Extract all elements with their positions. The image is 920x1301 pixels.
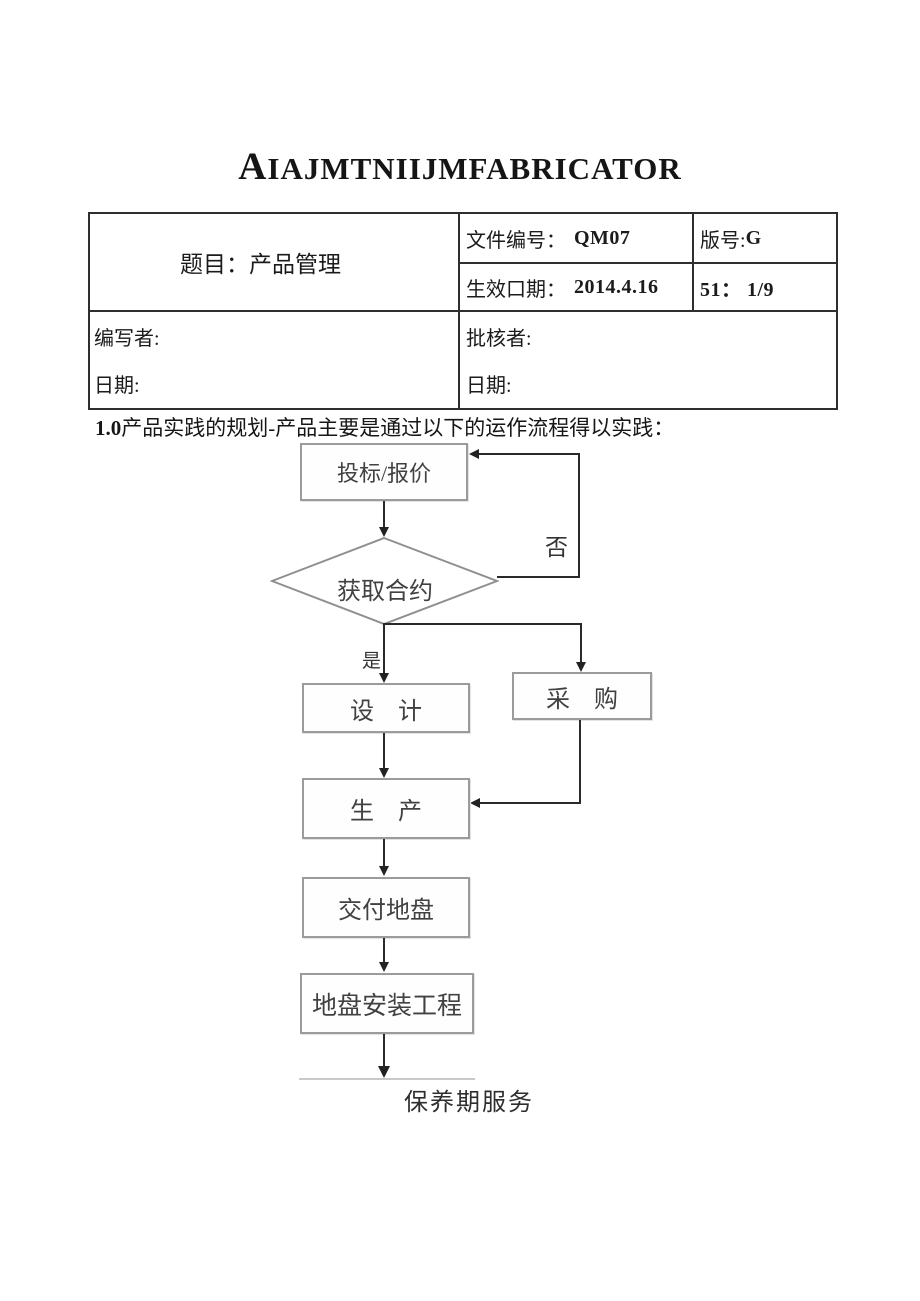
subject-cell: 题目：产品管理 — [90, 214, 460, 312]
connector-purchase-to-production-h — [478, 802, 581, 804]
flow-node-decision: 获取合约 — [337, 579, 433, 605]
arrowhead-into-production — [379, 768, 389, 778]
flow-node-design: 设 计 — [302, 683, 470, 733]
doc-number-cell: 文件编号： QM07 — [460, 214, 694, 264]
flow-node-bid-label: 投标/报价 — [336, 461, 432, 486]
version-value: G — [745, 226, 762, 249]
writer-date-label: 日期: — [94, 375, 140, 397]
approver-label: 批核者: — [466, 328, 532, 350]
page-info-value: 51： 1/9 — [700, 278, 775, 301]
arrowhead-into-installation — [379, 962, 389, 972]
connector-yes-to-design — [383, 623, 385, 675]
section-text: 产品实践的规划-产品主要是通过以下的运作流程得以实践： — [121, 416, 675, 440]
doc-number-value: QM07 — [574, 226, 631, 249]
connector-production-to-delivery — [383, 839, 385, 868]
connector-no-branch-top — [478, 453, 580, 455]
effective-date-label: 生效口期： — [466, 278, 566, 301]
no-branch-label: 否 — [545, 535, 568, 560]
flow-node-purchase: 采 购 — [512, 672, 652, 720]
doc-number-label: 文件编号： — [466, 229, 566, 252]
flow-node-purchase-label: 采 购 — [546, 686, 618, 713]
writer-cell: 编写者: 日期: — [90, 312, 460, 408]
connector-decision-to-purchase-v — [580, 623, 582, 664]
connector-bid-to-decision — [383, 501, 385, 529]
writer-label: 编写者: — [94, 328, 160, 350]
page-info-cell: 51： 1/9 — [694, 264, 836, 312]
yes-branch-label: 是 — [362, 651, 382, 672]
section-heading: 1.0产品实践的规划-产品主要是通过以下的运作流程得以实践： — [95, 412, 815, 442]
arrowhead-into-delivery — [379, 866, 389, 876]
arrowhead-into-purchase — [576, 662, 586, 672]
effective-date-value: 2014.4.16 — [574, 275, 659, 298]
arrowhead-into-decision — [379, 527, 389, 537]
flow-node-delivery: 交付地盘 — [302, 877, 470, 938]
flow-node-production: 生 产 — [302, 778, 470, 839]
flow-node-production-label: 生 产 — [350, 799, 422, 825]
flow-node-design-label: 设 计 — [350, 698, 422, 725]
document-header-table: 题目：产品管理 文件编号： QM07 版号: G 生效口期： 2014.4.16… — [88, 212, 838, 410]
company-title: AIAJMTNIIJMFABRICATOR — [238, 145, 682, 188]
maintenance-terminator-line — [299, 1078, 475, 1080]
effective-date-cell: 生效口期： 2014.4.16 — [460, 264, 694, 312]
subject-text: 题目：产品管理 — [180, 252, 341, 277]
approver-cell: 批核者: 日期: — [460, 312, 836, 408]
connector-design-to-production — [383, 733, 385, 770]
connector-purchase-to-production-v — [579, 720, 581, 804]
connector-decision-to-purchase-h — [383, 623, 582, 625]
flow-node-delivery-label: 交付地盘 — [338, 898, 434, 924]
flow-node-installation-label: 地盘安装工程 — [311, 992, 462, 1020]
connector-delivery-to-installation — [383, 938, 385, 964]
flow-node-installation: 地盘安装工程 — [300, 973, 474, 1034]
connector-no-branch-vertical — [578, 454, 580, 578]
flow-node-bid: 投标/报价 — [300, 443, 468, 501]
connector-no-branch-bottom — [497, 576, 580, 578]
version-cell: 版号: G — [694, 214, 836, 264]
connector-installation-to-maintenance — [383, 1034, 385, 1068]
section-number: 1.0 — [95, 416, 122, 440]
version-label: 版号: — [700, 229, 746, 252]
flow-node-maintenance: 保养期服务 — [404, 1090, 534, 1116]
approver-date-label: 日期: — [466, 375, 512, 397]
arrowhead-into-bid — [469, 449, 479, 459]
arrowhead-into-design — [379, 673, 389, 683]
arrowhead-into-maintenance — [378, 1066, 390, 1078]
arrowhead-into-production-right — [470, 798, 480, 808]
